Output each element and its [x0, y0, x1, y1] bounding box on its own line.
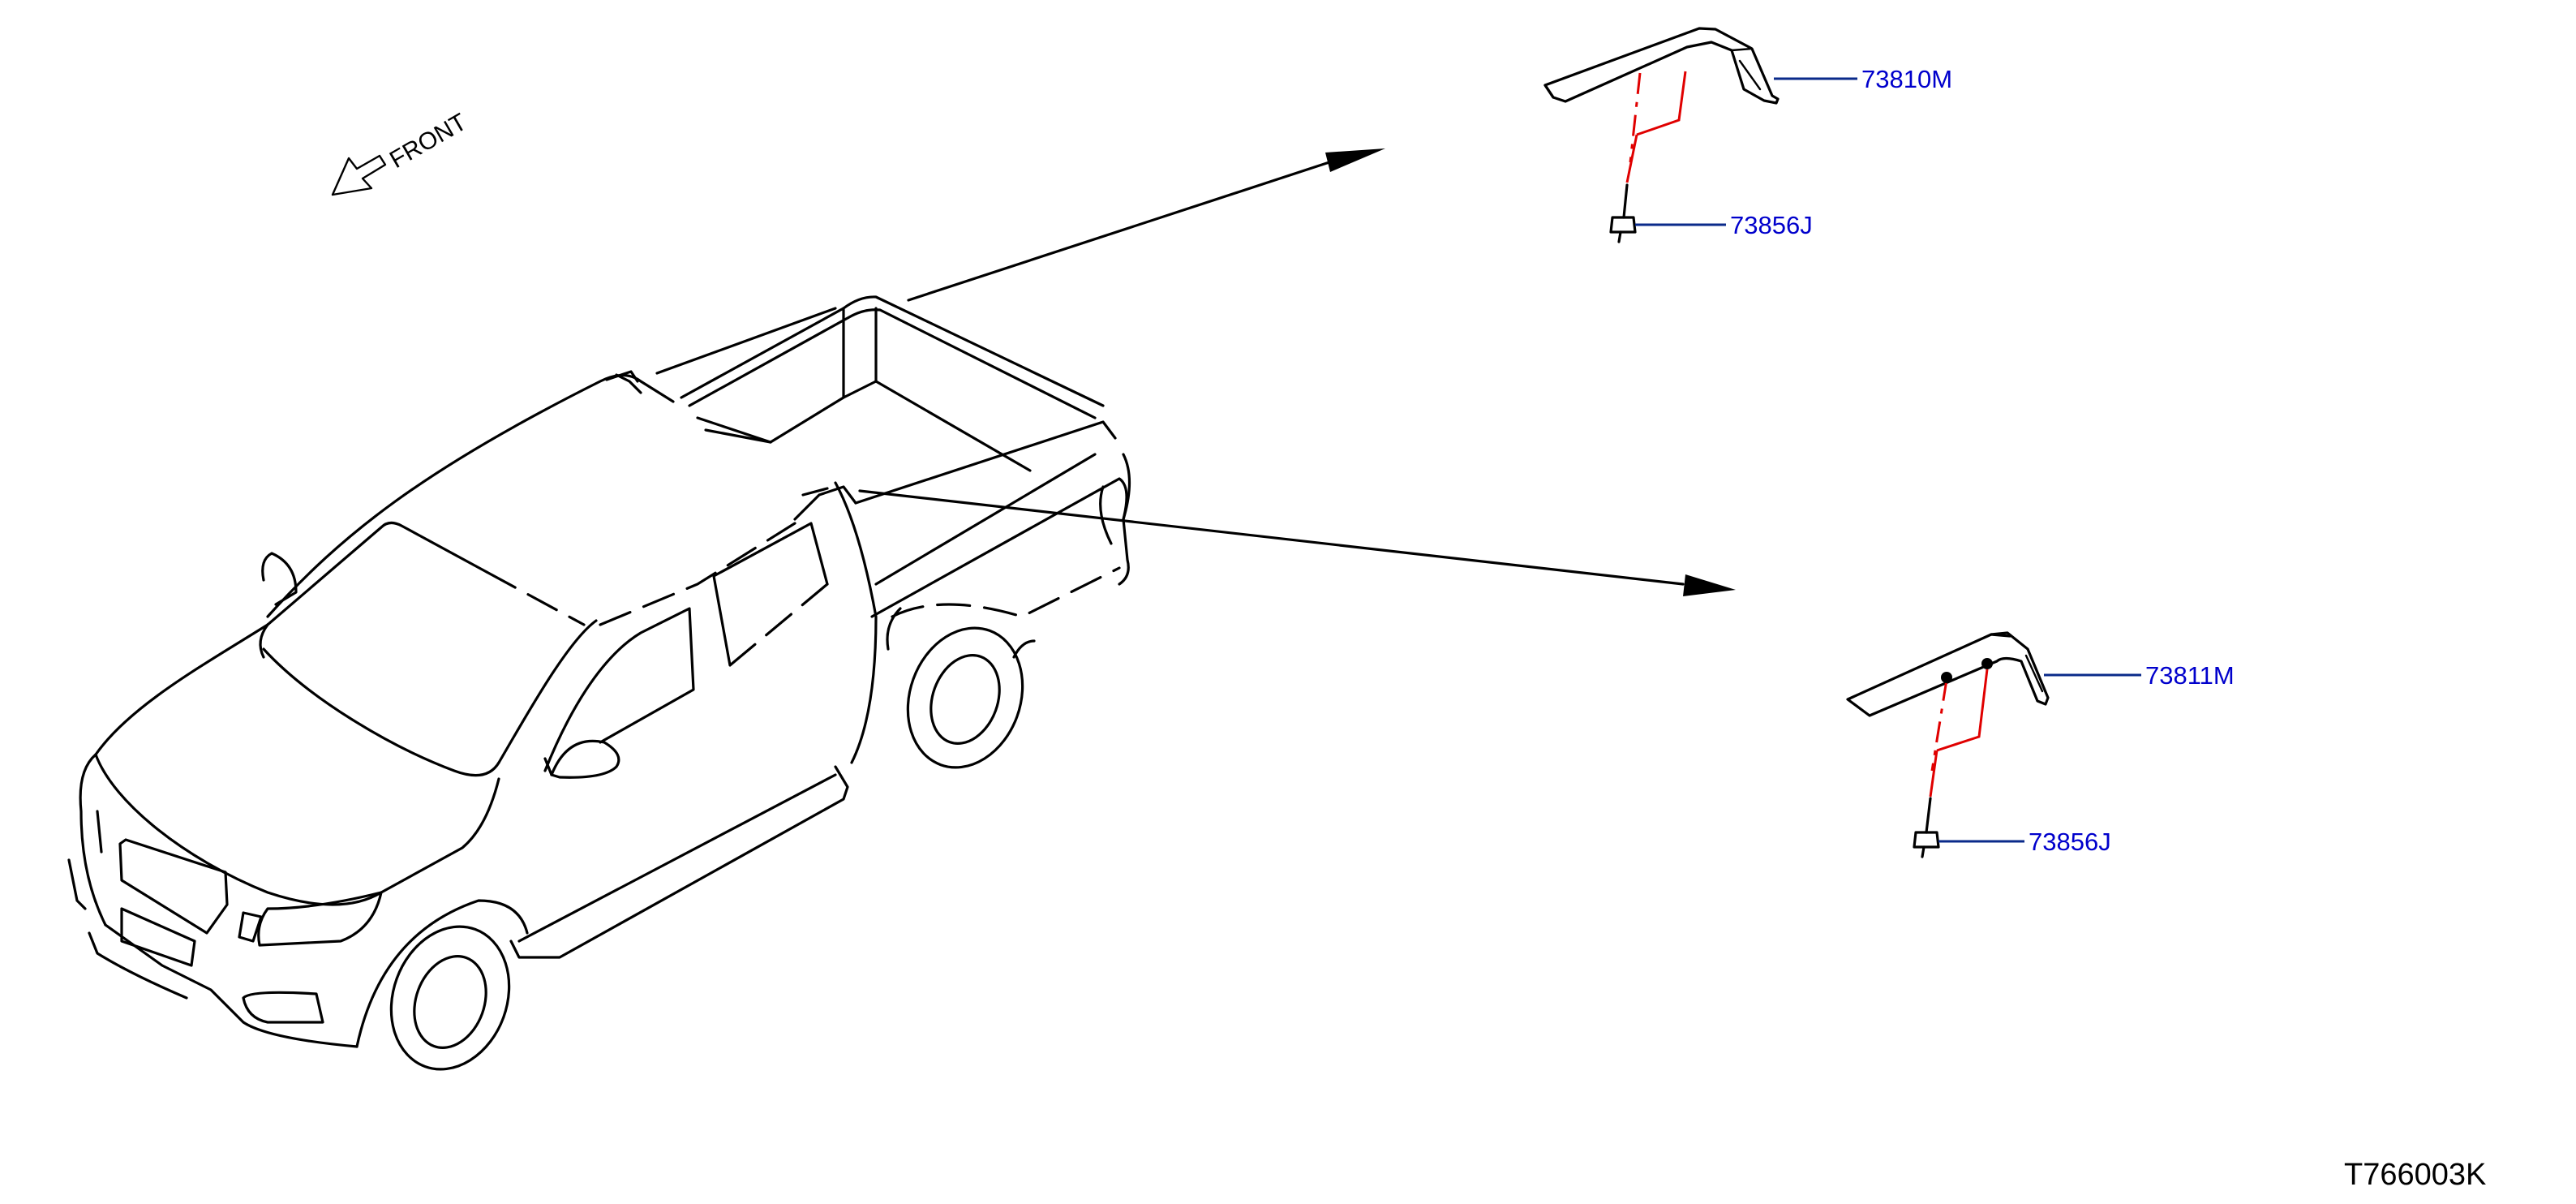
pointer-arrow-upper: [907, 159, 1336, 302]
arrowhead-lower-icon: [1683, 574, 1736, 596]
pointer-arrow-lower: [858, 489, 1685, 586]
callouts: 73810M 73856J 73811M 73856J: [1635, 65, 2235, 856]
front-label: FRONT: [385, 109, 471, 174]
diagram-code: T766003K: [2344, 1158, 2486, 1192]
truck-illustration: [67, 295, 1131, 1071]
front-direction-indicator: FRONT: [331, 109, 471, 196]
upper-clip-part: [1609, 183, 1637, 243]
upper-finisher-part: [1543, 27, 1780, 183]
lower-clip-part: [1913, 797, 1940, 858]
callout-label-73811M: 73811M: [2145, 661, 2235, 690]
arrowhead-upper-icon: [1325, 148, 1385, 172]
front-arrow-icon: [331, 154, 387, 196]
callout-label-73856J-upper: 73856J: [1730, 211, 1813, 239]
pointer-arrows: [858, 148, 1736, 596]
callout-label-73856J-lower: 73856J: [2029, 828, 2111, 856]
callout-label-73810M: 73810M: [1861, 65, 1952, 93]
lower-finisher-part: [1846, 631, 2050, 798]
